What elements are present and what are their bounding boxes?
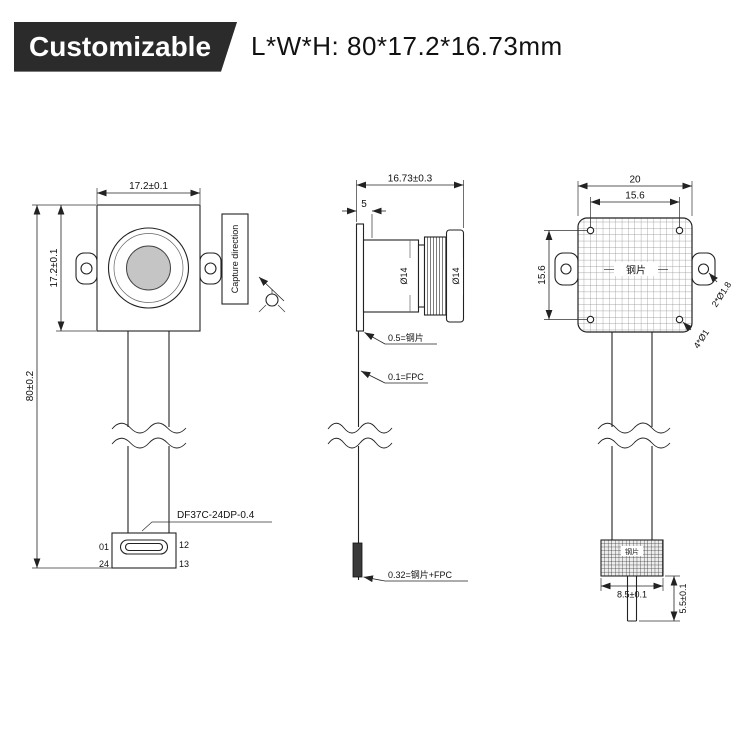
back-corner-hole-tl: [586, 226, 595, 235]
front-width-text: 17.2±0.1: [129, 181, 168, 192]
side-break-line-1: [327, 422, 393, 434]
front-right-ear-hole: [204, 262, 217, 275]
side-steel-note: 0.5=钢片: [364, 332, 437, 345]
back-ear-hole-text: 2*Ø1.8: [710, 280, 734, 309]
back-right-ear: [691, 252, 716, 286]
back-hole-span-h-dimension: 15.6: [590, 191, 680, 227]
lens-center: [126, 245, 171, 291]
size-spec-text: L*W*H: 80*17.2*16.73mm: [251, 31, 563, 62]
back-corner-hole-text: 4*Ø1: [692, 328, 712, 351]
back-steel-label-bg: [614, 262, 658, 276]
front-length-text: 80±0.2: [25, 370, 36, 401]
side-fpc-text: 0.1=FPC: [388, 372, 424, 382]
back-connector-steel-bg: [621, 546, 643, 556]
pin-label-01: 01: [99, 542, 109, 552]
back-left-ear-hole: [560, 263, 572, 275]
back-corner-hole-callout: 4*Ø1: [682, 321, 712, 351]
side-base-dimension: 5: [342, 199, 386, 238]
connector-leader-line: [141, 521, 272, 532]
back-break-line-2: [597, 437, 671, 449]
capture-direction-icon: [258, 276, 286, 313]
customizable-badge: Customizable: [14, 22, 237, 72]
side-connector: [352, 542, 363, 578]
back-corner-hole-br: [675, 315, 684, 324]
back-hole-span-v-dimension: 15.6: [537, 230, 587, 320]
side-base-text: 5: [361, 199, 367, 210]
side-fpc-note: 0.1=FPC: [360, 370, 428, 384]
front-right-ear: [199, 252, 222, 285]
front-width-dimension: 17.2±0.1: [96, 181, 201, 204]
back-steel-label: 钢片: [626, 264, 646, 277]
side-view: 16.73±0.3 5 Ø14 Ø14 0.5=钢片 0.1=FPC: [327, 174, 468, 583]
back-connector-width-dimension: 8.5±0.1: [600, 578, 664, 600]
back-right-ear-hole: [697, 263, 710, 275]
front-break-line-2: [111, 437, 187, 449]
connector-part-number: DF37C-24DP-0.4: [177, 510, 255, 521]
pin-label-12: 12: [179, 540, 189, 550]
lens-outer-circle: [107, 227, 190, 309]
back-tail-length-text: 5.5±0.1: [678, 584, 688, 614]
back-hole-span-h-text: 15.6: [625, 191, 645, 202]
front-break-line-1: [111, 422, 187, 434]
header: Customizable L*W*H: 80*17.2*16.73mm: [14, 22, 563, 72]
front-height-dimension: 17.2±0.1: [32, 204, 96, 332]
side-dia-front-text: Ø14: [451, 267, 461, 284]
back-width-dimension: 20: [577, 175, 693, 216]
front-connector: [111, 532, 177, 569]
back-view: 钢片 20 15.6 15.6 2*Ø1.8: [537, 175, 733, 622]
side-thread-barrel: [423, 236, 448, 316]
back-break-line-1: [597, 422, 671, 434]
capture-direction-text: Capture direction: [230, 225, 240, 294]
back-connector: 钢片: [600, 539, 664, 622]
pin-label-24: 24: [99, 559, 109, 569]
side-stack-text: 0.32=钢片+FPC: [388, 569, 453, 580]
front-left-ear-hole: [80, 262, 93, 275]
front-length-dimension: 80±0.2: [25, 205, 112, 569]
back-tail-length-dimension: 5.5±0.1: [639, 575, 688, 622]
back-left-ear: [554, 252, 579, 286]
side-steel-text: 0.5=钢片: [388, 332, 424, 343]
lens-ring: [113, 233, 184, 303]
front-view: DF37C-24DP-0.4 01 24 12 13 17.2±0.1 17.2…: [25, 181, 286, 569]
dia-front-bg: [449, 258, 463, 295]
front-left-ear: [75, 252, 98, 285]
back-connector-width-text: 8.5±0.1: [617, 590, 647, 600]
pin-label-13: 13: [179, 559, 189, 569]
back-hole-span-v-text: 15.6: [537, 265, 548, 285]
front-fpc-cable: [111, 331, 187, 533]
side-dia-rear-text: Ø14: [399, 267, 409, 284]
back-corner-hole-tr: [675, 226, 684, 235]
capture-direction-note: Capture direction: [221, 213, 249, 305]
back-connector-steel-label: 钢片: [625, 547, 639, 556]
side-width-dimension: 16.73±0.3: [356, 174, 464, 228]
back-fpc-cable: [597, 332, 671, 540]
side-break-line-2: [327, 437, 393, 449]
side-board-plate: [355, 223, 365, 332]
back-corner-hole-bl: [586, 315, 595, 324]
side-stack-note: 0.32=钢片+FPC: [363, 569, 468, 583]
side-width-text: 16.73±0.3: [388, 174, 433, 185]
dia-rear-bg: [397, 258, 411, 295]
side-holder-step: [417, 244, 426, 308]
back-width-text: 20: [629, 175, 641, 186]
front-height-text: 17.2±0.1: [49, 248, 60, 287]
